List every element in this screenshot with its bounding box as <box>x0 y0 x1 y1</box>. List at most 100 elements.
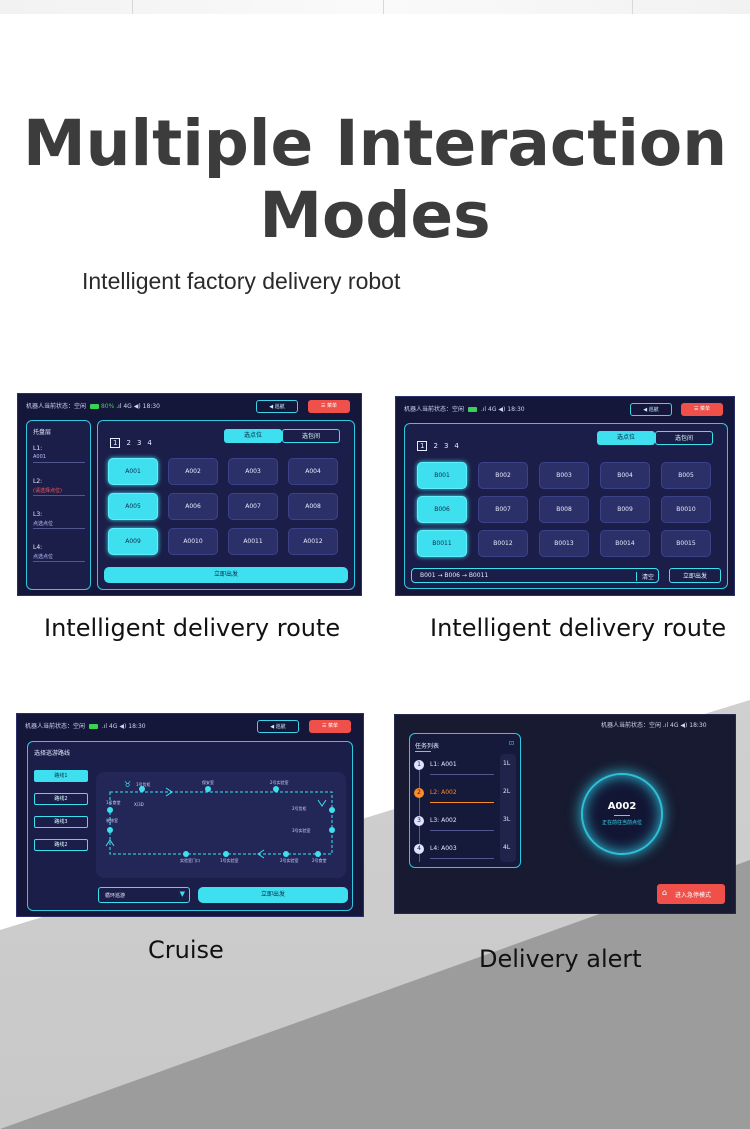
station-dot[interactable] <box>315 851 321 857</box>
task-level: 4L <box>503 844 511 851</box>
point-cell[interactable]: B0013 <box>539 530 589 557</box>
task-text[interactable]: L3: A002 <box>430 817 457 824</box>
page-number[interactable]: 4 <box>454 442 459 450</box>
cruise-button[interactable]: ◀ 巡航 <box>630 403 672 416</box>
task-level: 3L <box>503 816 511 823</box>
page-number[interactable]: 2 <box>126 439 131 447</box>
cruise-button[interactable]: ◀ 巡航 <box>257 720 299 733</box>
point-cell[interactable]: B001 <box>417 462 467 489</box>
route-summary-text: B001 → B006 → B0011 <box>420 572 489 579</box>
point-cell[interactable]: A001 <box>108 458 158 485</box>
task-number: 4 <box>414 844 424 854</box>
station-label: 1号食堂 <box>106 800 121 805</box>
station-label: 2号实验室 <box>280 858 299 863</box>
cruise-mode-dropdown[interactable]: 循环巡游 ▼ <box>98 887 190 903</box>
point-cell[interactable]: B006 <box>417 496 467 523</box>
menu-button[interactable]: ☰ 菜单 <box>681 403 723 416</box>
cruise-button[interactable]: ◀ 巡航 <box>256 400 298 413</box>
layer-value[interactable]: (请选择点位) <box>33 488 62 494</box>
point-cell[interactable]: B008 <box>539 496 589 523</box>
station-dot[interactable] <box>107 827 113 833</box>
point-cell[interactable]: B0010 <box>661 496 711 523</box>
station-dot[interactable] <box>223 851 229 857</box>
page-number[interactable]: 1 <box>417 441 428 451</box>
page-number[interactable]: 2 <box>433 442 438 450</box>
robot-icon: ⊡ <box>508 740 514 747</box>
tab-select-point[interactable]: 选点位 <box>224 429 282 443</box>
layer-label: L3: <box>33 511 43 518</box>
task-text[interactable]: L4: A003 <box>430 845 457 852</box>
point-cell[interactable]: A008 <box>288 493 338 520</box>
station-dot[interactable] <box>283 851 289 857</box>
station-dot[interactable] <box>183 851 189 857</box>
route-option[interactable]: 路线1 <box>34 770 88 782</box>
menu-button[interactable]: ☰ 菜单 <box>309 720 351 733</box>
point-cell[interactable]: A0012 <box>288 528 338 555</box>
tab-select-zone[interactable]: 选包间 <box>282 429 340 443</box>
point-cell[interactable]: B0011 <box>417 530 467 557</box>
current-target: A002 <box>607 801 637 812</box>
point-cell[interactable]: B005 <box>661 462 711 489</box>
station-label: 2号货柜 <box>292 806 307 811</box>
route-option[interactable]: 路线2 <box>34 839 88 851</box>
station-label: 2号实验室 <box>270 780 289 785</box>
station-dot[interactable] <box>205 786 211 792</box>
point-cell[interactable]: B004 <box>600 462 650 489</box>
go-button[interactable]: 立即出发 <box>198 887 348 903</box>
point-cell[interactable]: B002 <box>478 462 528 489</box>
point-cell[interactable]: A002 <box>168 458 218 485</box>
point-cell[interactable]: A003 <box>228 458 278 485</box>
point-cell[interactable]: A004 <box>288 458 338 485</box>
tab-select-zone[interactable]: 选包间 <box>655 431 713 445</box>
station-dot[interactable] <box>329 827 335 833</box>
page-number[interactable]: 1 <box>110 438 121 448</box>
station-dot[interactable] <box>329 807 335 813</box>
station-dot[interactable] <box>273 786 279 792</box>
point-cell[interactable]: A007 <box>228 493 278 520</box>
caption-screen-1: Intelligent delivery route <box>44 614 341 642</box>
page-number[interactable]: 3 <box>443 442 449 450</box>
point-cell[interactable]: B003 <box>539 462 589 489</box>
go-button[interactable]: 立即出发 <box>104 567 348 583</box>
layer-label: L2: <box>33 478 43 485</box>
route-option[interactable]: 路线2 <box>34 793 88 805</box>
page-subtitle: Intelligent factory delivery robot <box>82 268 401 294</box>
point-cell[interactable]: A0010 <box>168 528 218 555</box>
point-cell[interactable]: B0012 <box>478 530 528 557</box>
emergency-stop-button[interactable]: ⌂ 进入急停模式 <box>657 884 725 904</box>
page-number[interactable]: 3 <box>136 439 142 447</box>
point-cell[interactable]: A009 <box>108 528 158 555</box>
point-cell[interactable]: B007 <box>478 496 528 523</box>
point-cell[interactable]: A005 <box>108 493 158 520</box>
point-cell[interactable]: B0014 <box>600 530 650 557</box>
chevron-down-icon: ▼ <box>179 890 185 898</box>
point-cell[interactable]: B009 <box>600 496 650 523</box>
station-label: X/3D <box>134 802 144 807</box>
layer-label: L4: <box>33 544 43 551</box>
task-text[interactable]: L2: A002 <box>430 789 457 796</box>
current-target-ring: A002 正在前往当前点位 <box>581 773 663 855</box>
point-cell[interactable]: B0015 <box>661 530 711 557</box>
task-level: 2L <box>503 788 511 795</box>
station-dot[interactable] <box>107 807 113 813</box>
clear-button[interactable]: 清空 <box>635 572 654 581</box>
page-number[interactable]: 4 <box>147 439 152 447</box>
task-text[interactable]: L1: A001 <box>430 761 457 768</box>
point-cell[interactable]: A0011 <box>228 528 278 555</box>
cruise-panel-title: 选择巡游路线 <box>34 750 71 757</box>
layer-value[interactable]: A001 <box>33 454 46 460</box>
menu-button[interactable]: ☰ 菜单 <box>308 400 350 413</box>
go-button[interactable]: 立即出发 <box>669 568 721 583</box>
tab-select-point[interactable]: 选点位 <box>597 431 655 445</box>
task-underline <box>430 830 494 831</box>
route-option[interactable]: 路线3 <box>34 816 88 828</box>
station-dot[interactable] <box>139 786 145 792</box>
point-cell[interactable]: A006 <box>168 493 218 520</box>
layer-value[interactable]: 点选点位 <box>33 521 54 527</box>
layer-underline <box>33 495 85 496</box>
layer-value[interactable]: 点选点位 <box>33 554 54 560</box>
